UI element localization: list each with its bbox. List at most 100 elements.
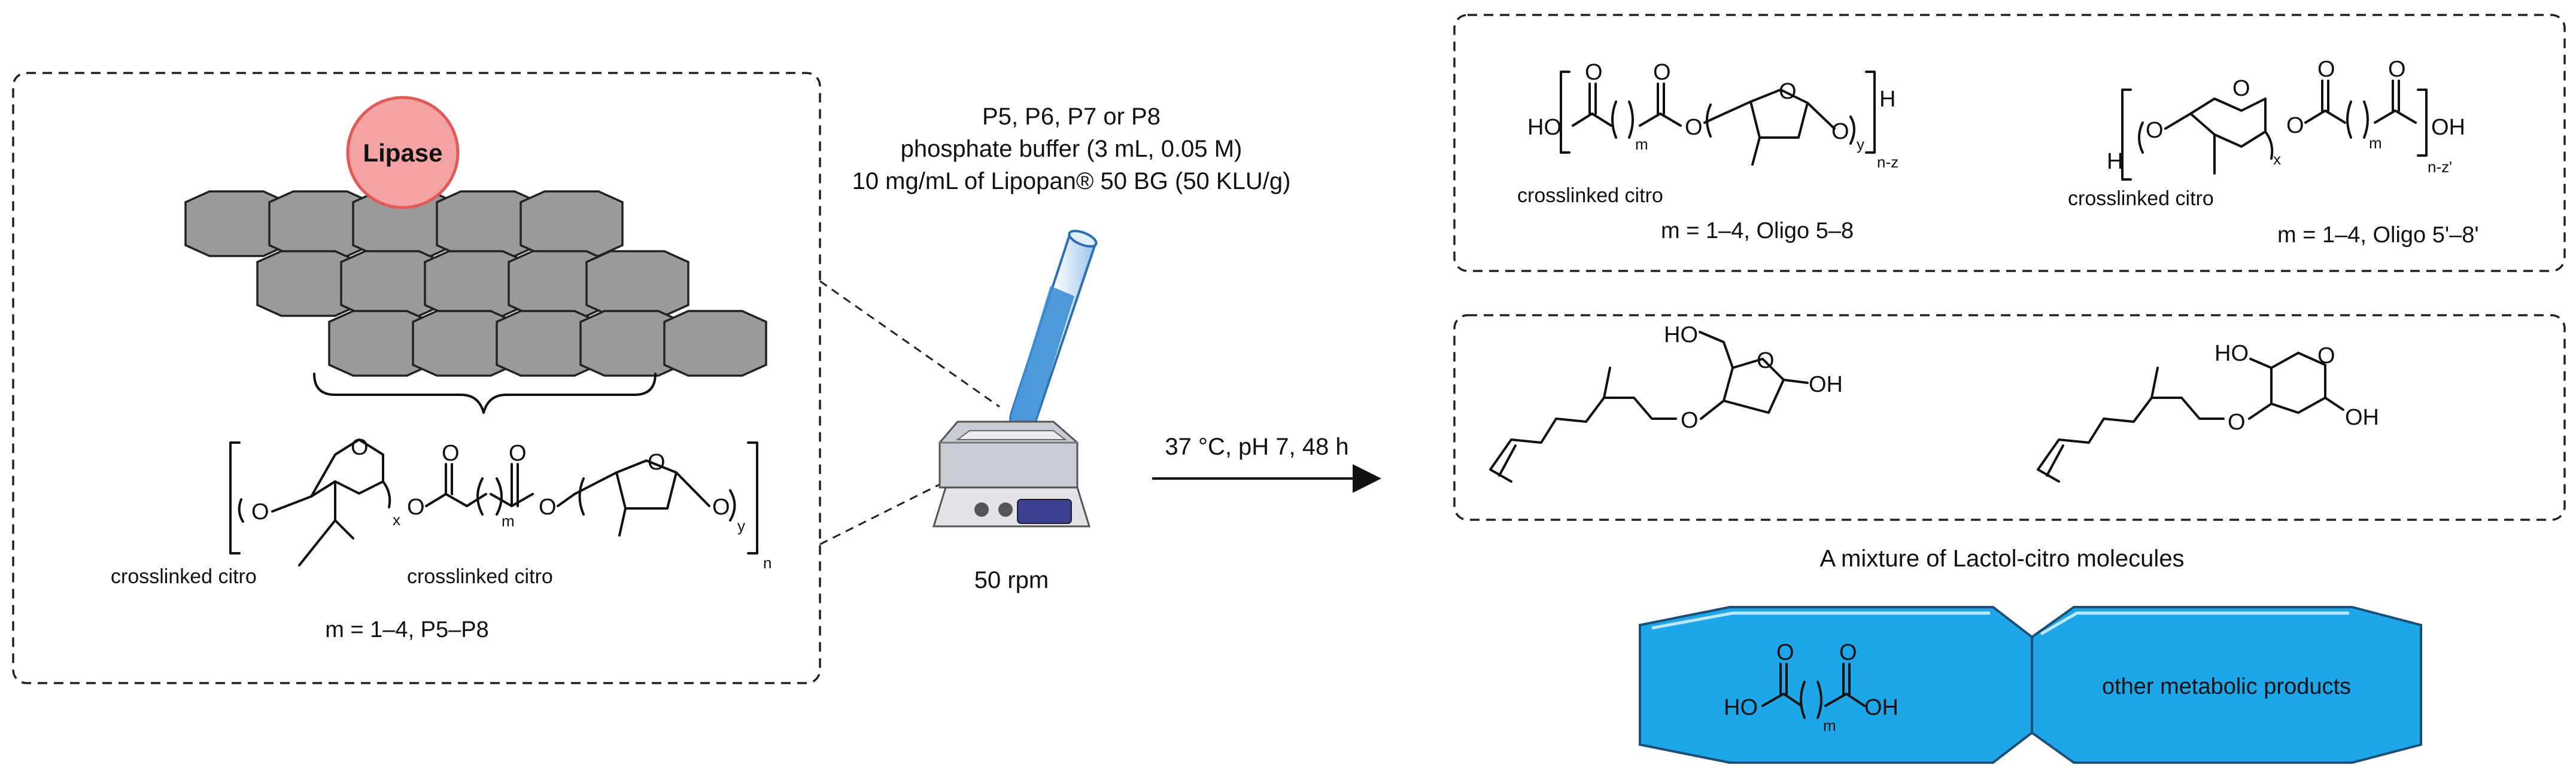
paren [1706, 103, 1712, 138]
oligo-right-m: m [2369, 134, 2382, 152]
furan-ring [1723, 358, 1785, 414]
oligo-right-o4: O [2388, 57, 2406, 82]
lactol-caption: A mixture of Lactol-citro molecules [1819, 546, 2184, 572]
bond [334, 519, 354, 540]
left-panel: Lipase O O crosslinked citro x O [12, 72, 821, 684]
conditions-line-3: 10 mg/mL of Lipopan® 50 BG (50 KLU/g) [852, 168, 1291, 194]
oligo-left-o3: O [1685, 115, 1703, 140]
other-products-label: other metabolic products [2102, 674, 2351, 699]
bracket-left [229, 441, 241, 554]
oligo-right-o2: O [2286, 113, 2304, 138]
diacid-o1: O [1776, 640, 1794, 665]
lipase-enzyme: Lipase [346, 96, 460, 209]
bracket [2121, 89, 2132, 181]
paren-m-open [476, 477, 484, 516]
bond [1489, 444, 1517, 483]
bond [2248, 403, 2273, 420]
paren-y-close [729, 489, 736, 522]
paren [1849, 115, 1855, 145]
bond [2037, 444, 2064, 483]
lactol-box-border [1453, 314, 2566, 521]
diacid-oh: OH [1864, 695, 1898, 720]
pyran-ring [2189, 97, 2267, 148]
panel-highlight [2040, 611, 2349, 636]
bond [1761, 693, 1803, 707]
bond [2324, 397, 2344, 411]
left-panel-border [12, 72, 821, 684]
stirring-speed-label: 50 rpm [974, 567, 1049, 593]
ether-oxygen-1: O [251, 499, 269, 525]
ring-oxygen-1: O [351, 435, 369, 460]
paren [1816, 681, 1822, 719]
paren [2138, 121, 2144, 154]
bond [1703, 100, 1752, 124]
oligo-left-y: y [1857, 135, 1864, 153]
oligo-left-o2: O [1653, 60, 1671, 85]
hex-cell [520, 190, 624, 257]
bond [466, 493, 487, 507]
bond [1700, 400, 1725, 420]
bracket [1865, 71, 1876, 154]
diacid-o2: O [1839, 640, 1857, 665]
hotplate-stirrer [932, 420, 1091, 528]
paren-y-open [578, 477, 585, 516]
bond [2164, 112, 2192, 130]
bracket-right [747, 441, 758, 554]
oligo-right-x: x [2273, 150, 2281, 168]
lactol-pyranose-ring-o: O [2317, 343, 2335, 368]
bond [2374, 109, 2417, 124]
paren-close-x [382, 480, 391, 508]
oligo-left-substituent: crosslinked citro [1517, 184, 1663, 207]
citronellyl-chain [1489, 397, 1677, 471]
bond [1639, 112, 1682, 127]
bond [1806, 102, 1836, 130]
oligo-right-nz: n-z' [2428, 158, 2452, 176]
conditions-line-2: phosphate buffer (3 mL, 0.05 M) [901, 136, 1243, 162]
bond [1699, 331, 1734, 369]
diacid-ho: HO [1724, 695, 1758, 720]
zoom-line-lower-path [819, 453, 1000, 546]
paren [1611, 100, 1617, 139]
oligo-right-ring-o: O [2232, 76, 2250, 101]
ester-oxygen-2: O [539, 495, 557, 520]
ring-oxygen-2: O [648, 450, 666, 475]
carbonyl-oxygen-2: O [509, 441, 527, 466]
paren [2363, 100, 2369, 139]
support-hexagons [184, 190, 767, 377]
oligo-right-substituent: crosslinked citro [2068, 187, 2214, 210]
subscript-n: n [763, 554, 771, 572]
test-tube [1009, 230, 1098, 434]
furan-ring [1749, 89, 1809, 139]
bond [2304, 109, 2346, 124]
bond [1572, 112, 1612, 127]
pyran-ring-left [310, 438, 384, 498]
carbonyl [2392, 80, 2400, 112]
bond [425, 493, 468, 507]
lactol-pyranose-o: O [2228, 410, 2246, 435]
oligo-box-border [1453, 14, 2566, 272]
other-products-panel [2031, 606, 2422, 764]
reaction-conditions-label: 37 °C, pH 7, 48 h [1165, 434, 1348, 460]
subscript-m: m [502, 512, 515, 530]
zoom-line-upper-path [819, 280, 1000, 408]
furan-ring [615, 459, 678, 510]
lactol-box: O O HO OH O O HO OH [1453, 314, 2566, 521]
diacid-structure: HO O m O OH [1724, 640, 1898, 735]
paren [2264, 130, 2274, 160]
ester-oxygen-1: O [407, 495, 425, 520]
conditions-line-1: P5, P6, P7 or P8 [982, 103, 1161, 130]
hex-cell [663, 310, 767, 377]
lipase-label: Lipase [363, 139, 442, 167]
oligo-right-caption: m = 1–4, Oligo 5'–8' [2277, 223, 2479, 248]
oligo-box: HO O m O O O O y H n-z crosslinked citro [1453, 14, 2566, 272]
oligo-right-structure: H O O x O O m O OH n-z' crosslinked citr… [2068, 57, 2479, 248]
paren [1628, 100, 1634, 139]
oligo-left-nz: n-z [1877, 153, 1898, 171]
oligo-left-ring-o: O [1779, 79, 1797, 104]
bond [271, 495, 312, 513]
subscript-y: y [737, 517, 745, 535]
crosslinked-citro-label-2: crosslinked citro [407, 565, 553, 588]
oligo-left-ho: HO [1527, 115, 1562, 140]
products: HO O m O OH other metabolic products [1639, 606, 2422, 764]
